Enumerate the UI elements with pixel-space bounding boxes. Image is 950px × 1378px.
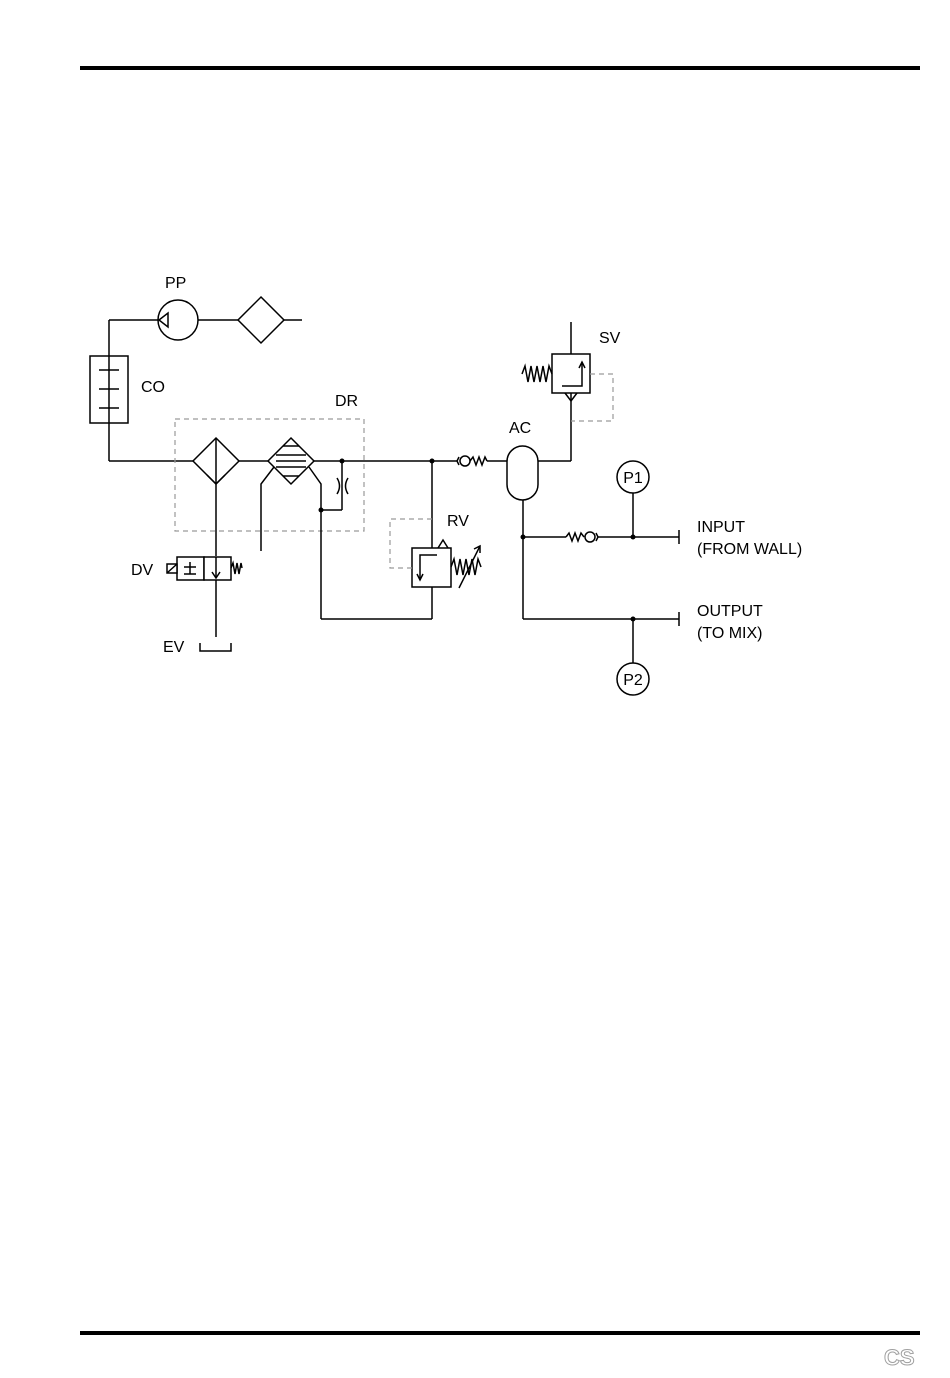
junction-dot xyxy=(631,617,636,622)
dryer-element xyxy=(268,438,314,484)
intake-filter xyxy=(238,297,284,343)
label-co: CO xyxy=(141,379,165,396)
footer-code: CS xyxy=(884,1345,915,1371)
main-check-valve xyxy=(457,456,487,466)
label-p2: P2 xyxy=(623,672,643,689)
junction-dot xyxy=(521,535,526,540)
dryer-regen-line xyxy=(309,467,321,619)
label-ac: AC xyxy=(509,420,531,437)
junction-dot xyxy=(340,459,345,464)
accumulator xyxy=(507,446,538,500)
dryer-group-outline xyxy=(175,419,364,531)
dryer-purge-line xyxy=(261,467,274,551)
exhaust-tank xyxy=(200,643,231,651)
junction-dot xyxy=(631,535,636,540)
label-ev: EV xyxy=(163,639,185,656)
label-output: OUTPUT xyxy=(697,603,763,620)
label-input-source: (FROM WALL) xyxy=(697,541,802,558)
bottom-rule xyxy=(80,1331,920,1335)
compressor-pump xyxy=(158,300,198,340)
label-input: INPUT xyxy=(697,519,745,536)
cooler xyxy=(90,356,128,423)
label-rv: RV xyxy=(447,513,469,530)
junction-dot xyxy=(319,508,324,513)
drain-valve xyxy=(167,557,242,580)
relief-valve xyxy=(412,540,481,588)
water-separator xyxy=(193,438,239,484)
label-pp: PP xyxy=(165,275,186,292)
label-dr: DR xyxy=(335,393,358,410)
label-dv: DV xyxy=(131,562,154,579)
safety-valve xyxy=(522,354,590,401)
label-sv: SV xyxy=(599,330,621,347)
label-p1: P1 xyxy=(623,470,643,487)
label-output-destination: (TO MIX) xyxy=(697,625,762,642)
input-check-valve xyxy=(566,532,598,542)
junction-dot xyxy=(430,459,435,464)
